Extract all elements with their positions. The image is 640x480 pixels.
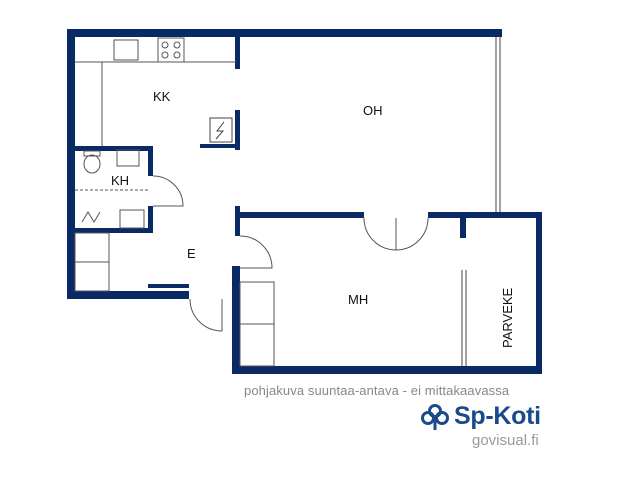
room-label-kh: KH: [111, 173, 129, 188]
walls: [67, 29, 542, 374]
closets: [74, 232, 275, 367]
bathroom-fixtures: [75, 149, 148, 229]
doors: [152, 175, 429, 332]
room-label-e: E: [187, 246, 196, 261]
disclaimer-text: pohjakuva suuntaa-antava - ei mittakaava…: [244, 383, 510, 398]
electric-panel-icon: [209, 117, 233, 143]
room-label-parveke: PARVEKE: [500, 287, 515, 348]
toilet-icon: [83, 154, 101, 174]
kitchen-counter: [75, 37, 236, 146]
sink-icon: [113, 39, 139, 61]
clover-logo-icon: [421, 403, 449, 430]
floor-plan: KK OH KH E MH PARVEKE: [67, 29, 542, 374]
brand-name: Sp-Koti: [454, 402, 541, 430]
brand-logo: Sp-Koti: [420, 402, 541, 431]
room-label-mh: MH: [348, 292, 368, 307]
shower-icon: [119, 209, 145, 229]
room-label-kk: KK: [153, 89, 171, 104]
stove-icon: [157, 37, 185, 63]
plant-icon: [81, 211, 101, 223]
brand-url: govisual.fi: [472, 432, 539, 449]
windows: [461, 37, 501, 366]
washbasin-icon: [116, 149, 140, 167]
room-label-oh: OH: [363, 103, 383, 118]
